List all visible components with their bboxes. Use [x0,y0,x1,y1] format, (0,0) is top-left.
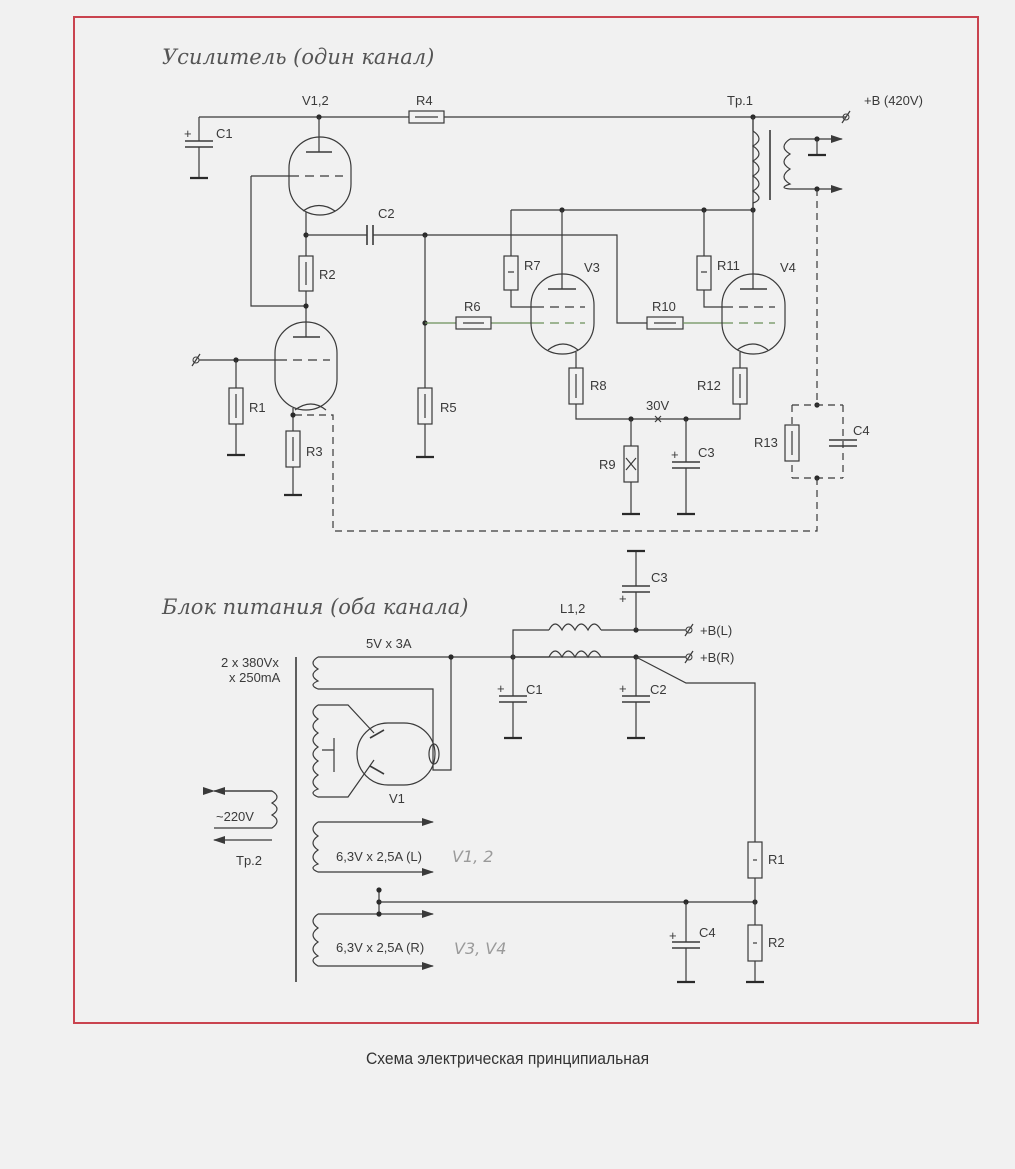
tube-v4 [721,117,786,355]
amplifier-title: Усилитель (один канал) [162,45,434,69]
schematic-frame [73,16,979,1024]
label-c4: C4 [853,423,870,438]
resistor-r11 [696,255,712,291]
amplifier-section: Усилитель (один канал) +B (420V) Tp.1 R4… [162,45,923,532]
inductor-l2 [548,650,602,659]
label-r6: R6 [464,299,481,314]
label-c2: C2 [378,206,395,221]
label-v1-2: V1,2 [302,93,329,108]
svg-text:+: + [619,681,627,696]
svg-text:+: + [671,447,679,462]
label-mains-220v: ~220V [216,809,254,824]
label-tr1: Tp.1 [727,93,753,108]
label-ps-c2: C2 [650,682,667,697]
b-plus-terminal-left [684,623,694,637]
label-r3: R3 [306,444,323,459]
label-r1: R1 [249,400,266,415]
label-b-420v: +B (420V) [864,93,923,108]
label-5v-3a: 5V x 3A [366,636,412,651]
label-b-right: +B(R) [700,650,734,665]
label-r9: R9 [599,457,616,472]
label-ps-c1: C1 [526,682,543,697]
tube-v1-upper [251,117,352,216]
svg-text:+: + [184,126,192,141]
svg-text:+: + [669,928,677,943]
handwritten-note-v3-v4: V3, V4 [454,939,506,958]
label-r4: R4 [416,93,433,108]
label-v4: V4 [780,260,796,275]
label-c3: C3 [698,445,715,460]
label-ps-c4: C4 [699,925,716,940]
tube-v3 [530,210,595,355]
label-c1: C1 [216,126,233,141]
label-v3: V3 [584,260,600,275]
resistor-r7 [503,255,519,291]
inductor-l1 [548,623,602,632]
tube-v1-lower [274,321,338,411]
label-b-left: +B(L) [700,623,732,638]
b-plus-terminal-420v [841,110,851,124]
label-r11: R11 [717,258,740,273]
svg-text:+: + [619,591,627,606]
label-l1-2: L1,2 [560,601,585,616]
label-r7: R7 [524,258,541,273]
label-heater-l: 6,3V x 2,5A (L) [336,849,422,864]
label-v1: V1 [389,791,405,806]
b-plus-terminal-right [684,650,694,664]
label-r10: R10 [652,299,676,314]
transformer-tr1 [751,117,842,210]
label-r13: R13 [754,435,778,450]
label-r2: R2 [319,267,336,282]
label-ps-r2: R2 [768,935,785,950]
power-supply-title: Блок питания (оба канала) [161,595,468,619]
label-tr2: Tp.2 [236,853,262,868]
feedback-network [293,189,857,532]
label-r8: R8 [590,378,607,393]
label-ps-c3: C3 [651,570,668,585]
label-ps-r1: R1 [768,852,785,867]
handwritten-note-v1-2: V1, 2 [452,847,493,866]
label-r12: R12 [697,378,721,393]
rectifier-tube-v1 [356,722,440,786]
label-30v: 30V [646,398,669,413]
label-hv-winding: 2 x 380Vx [221,655,279,670]
diagram-caption: Схема электрическая принципиальная [365,1049,650,1068]
svg-text:+: + [497,681,505,696]
input-terminal [191,353,201,367]
label-hv-current: x 250mA [229,670,281,685]
power-supply-section: Блок питания (оба канала) 2 x 380Vx x 25… [161,549,785,984]
label-heater-r: 6,3V x 2,5A (R) [336,940,424,955]
label-r5: R5 [440,400,457,415]
